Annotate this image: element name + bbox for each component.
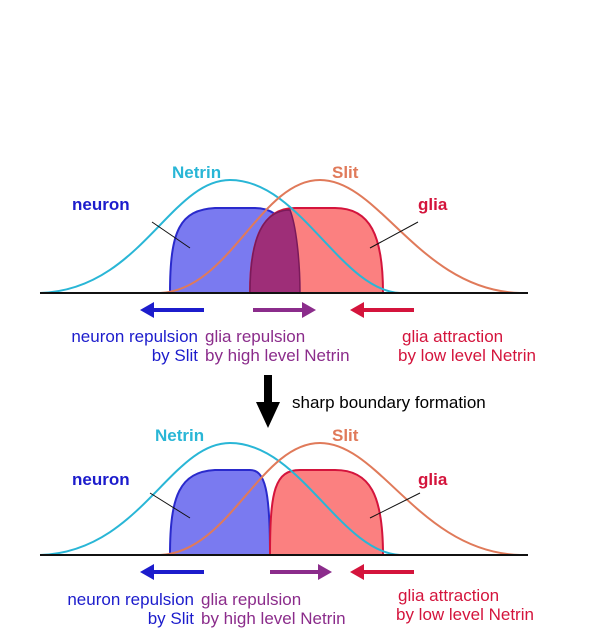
top-panel: Netrin Slit neuron glia neuron repulsion…: [39, 163, 536, 365]
glia-repulsion-caption-line2: by high level Netrin: [205, 346, 350, 365]
down-arrow-shaft: [264, 375, 272, 405]
neuron-label: neuron: [72, 195, 130, 214]
slit-curve: [159, 178, 521, 294]
neuron-arrow: [140, 302, 204, 318]
neuron-pointer: [151, 221, 191, 249]
glia-attraction-arrow-bottom: [350, 564, 414, 580]
neuron-region-bottom: [168, 469, 272, 556]
glia-repulsion-arrow: [253, 302, 316, 318]
neuron-arrow-bottom: [140, 564, 204, 580]
glia-label: glia: [418, 195, 448, 214]
glia-repulsion-caption-line2-bottom: by high level Netrin: [201, 609, 346, 628]
neuron-caption-line2: by Slit: [152, 346, 199, 365]
down-arrow-head: [256, 402, 280, 428]
slit-label: Slit: [332, 163, 359, 182]
slit-label-bottom: Slit: [332, 426, 359, 445]
netrin-label: Netrin: [172, 163, 221, 182]
glia-pointer: [369, 221, 419, 249]
glia-attraction-caption-line1-bottom: glia attraction: [398, 586, 499, 605]
overlap-region: [249, 209, 301, 294]
neuron-caption-line2-bottom: by Slit: [148, 609, 195, 628]
glia-attraction-caption-line2: by low level Netrin: [398, 346, 536, 365]
neuron-caption-line1-bottom: neuron repulsion: [67, 590, 194, 609]
glia-repulsion-arrow-bottom: [270, 564, 332, 580]
bottom-panel: Netrin Slit neuron glia neuron repulsion…: [39, 426, 534, 628]
neuron-pointer-bottom: [149, 492, 191, 519]
glia-attraction-arrow: [350, 302, 414, 318]
neuron-caption-line1: neuron repulsion: [71, 327, 198, 346]
slit-curve-bottom: [159, 441, 521, 556]
transition-label: sharp boundary formation: [292, 393, 486, 412]
netrin-label-bottom: Netrin: [155, 426, 204, 445]
neuron-label-bottom: neuron: [72, 470, 130, 489]
glia-label-bottom: glia: [418, 470, 448, 489]
netrin-curve-bottom: [39, 441, 401, 556]
netrin-curve: [39, 178, 401, 294]
glia-repulsion-caption-line1-bottom: glia repulsion: [201, 590, 301, 609]
transition: sharp boundary formation: [256, 375, 486, 428]
glia-pointer-bottom: [369, 492, 421, 519]
glia-attraction-caption-line1: glia attraction: [402, 327, 503, 346]
glia-repulsion-caption-line1: glia repulsion: [205, 327, 305, 346]
glia-attraction-caption-line2-bottom: by low level Netrin: [396, 605, 534, 624]
